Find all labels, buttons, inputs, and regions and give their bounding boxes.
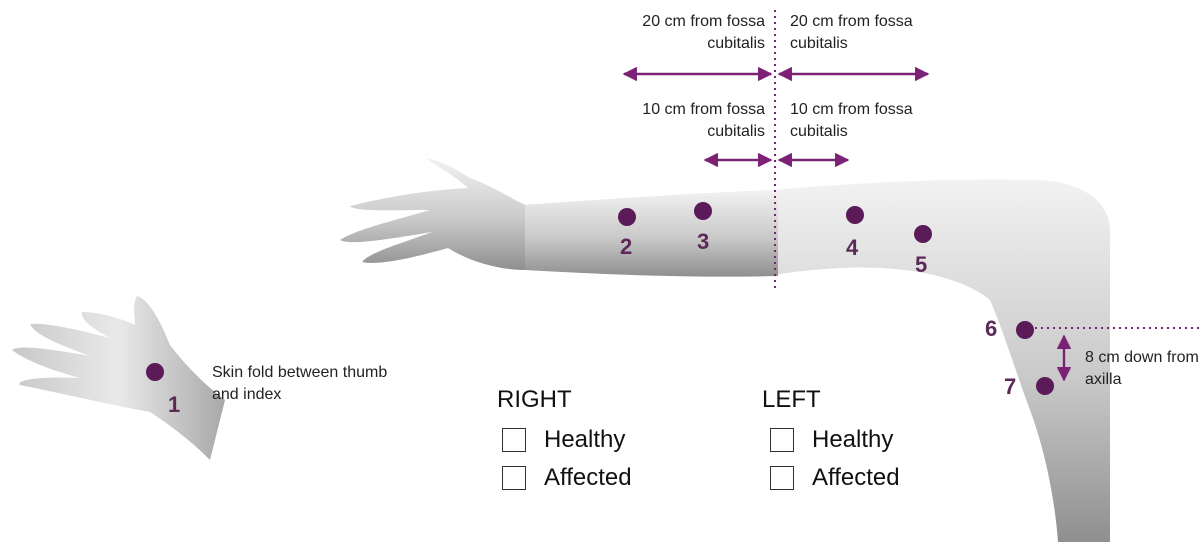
point-number-4: 4 (846, 237, 858, 259)
point-number-6: 6 (985, 318, 997, 340)
open-hand-shape (340, 158, 525, 270)
distance-label-10-right: 10 cm from fossa cubitalis (605, 99, 765, 143)
checkbox-icon[interactable] (502, 466, 526, 490)
marker-dot-icon (1016, 321, 1034, 339)
option-label: Affected (544, 464, 632, 492)
marker-dot-icon (146, 363, 164, 381)
distance-label-10-left: 10 cm from fossa cubitalis (790, 99, 950, 143)
side-title-right: RIGHT (497, 386, 572, 414)
right-healthy-option[interactable]: Healthy (502, 426, 625, 454)
marker-dot-icon (1036, 377, 1054, 395)
distance-label-20-right: 20 cm from fossa cubitalis (605, 11, 765, 55)
point-number-5: 5 (915, 254, 927, 276)
checkbox-icon[interactable] (502, 428, 526, 452)
option-label: Healthy (544, 426, 625, 454)
checkbox-icon[interactable] (770, 428, 794, 452)
option-label: Affected (812, 464, 900, 492)
distance-label-20-left: 20 cm from fossa cubitalis (790, 11, 950, 55)
point-number-2: 2 (620, 236, 632, 258)
skin-fold-label: Skin fold between thumb and index (212, 362, 397, 406)
marker-dot-icon (694, 202, 712, 220)
right-affected-option[interactable]: Affected (502, 464, 632, 492)
checkbox-icon[interactable] (770, 466, 794, 490)
forearm-shape (520, 190, 778, 277)
small-hand-shape (12, 296, 225, 460)
point-number-3: 3 (697, 231, 709, 253)
marker-dot-icon (618, 208, 636, 226)
axilla-label: 8 cm down from axilla (1085, 347, 1200, 391)
marker-dot-icon (846, 206, 864, 224)
point-number-1: 1 (168, 394, 180, 416)
marker-dot-icon (914, 225, 932, 243)
left-healthy-option[interactable]: Healthy (770, 426, 893, 454)
point-number-7: 7 (1004, 376, 1016, 398)
left-affected-option[interactable]: Affected (770, 464, 900, 492)
side-title-left: LEFT (762, 386, 821, 414)
option-label: Healthy (812, 426, 893, 454)
